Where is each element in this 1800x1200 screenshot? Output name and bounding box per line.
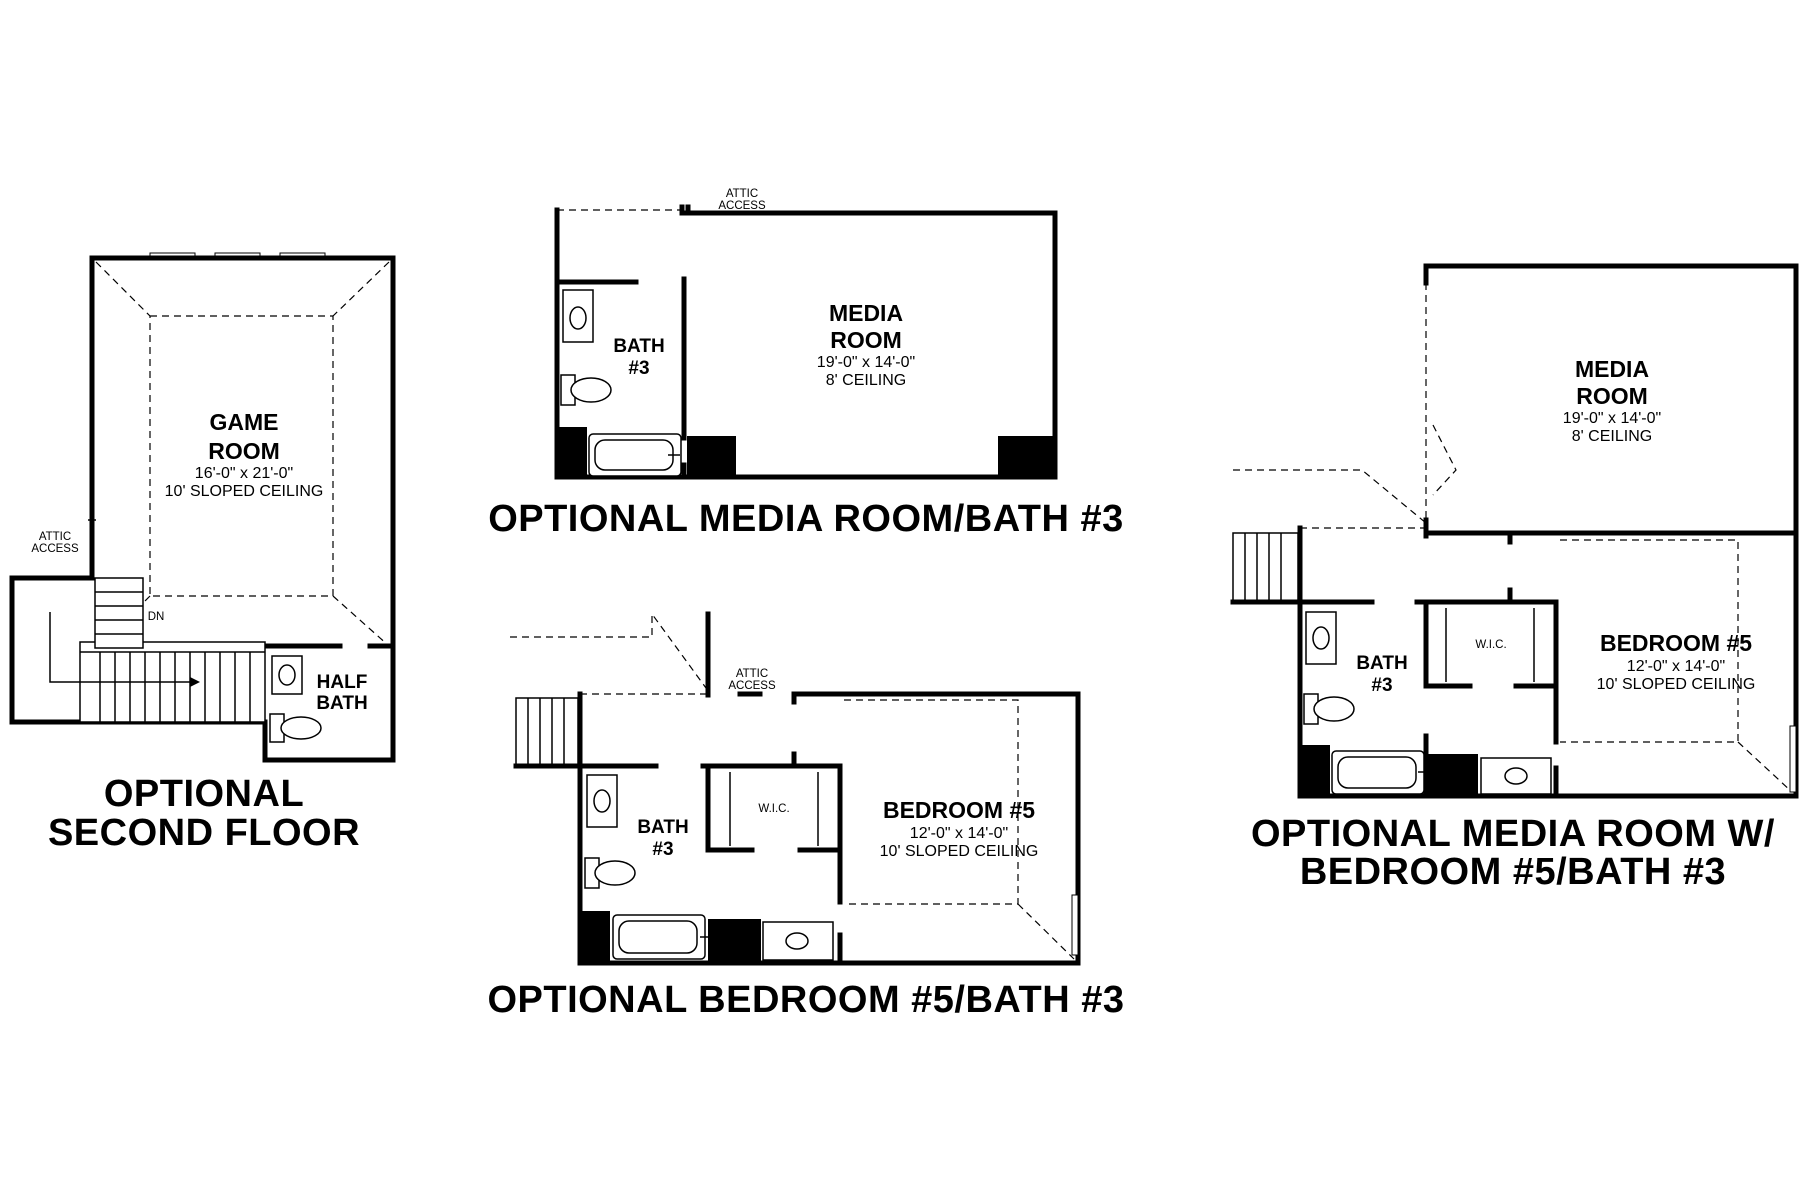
- toilet-bowl: [1313, 696, 1355, 722]
- media-room-name-line2: ROOM: [830, 327, 902, 353]
- bedroom-size: 12'-0" x 14'-0": [1627, 658, 1725, 675]
- stair-upper-run: [94, 577, 144, 649]
- toilet-bowl: [594, 860, 636, 886]
- attic-access-label-line1: ATTIC: [39, 531, 71, 543]
- attic-access-label-line2: ACCESS: [718, 200, 766, 212]
- game-room-ceiling: 10' SLOPED CEILING: [165, 483, 324, 500]
- window: [1789, 725, 1797, 793]
- bedroom-size: 12'-0" x 14'-0": [910, 825, 1008, 842]
- stair-upper-treads: [95, 591, 143, 635]
- stair-treads: [527, 698, 565, 766]
- half-bath-name-line2: BATH: [316, 693, 367, 714]
- ceiling-break-line: [844, 699, 1019, 905]
- media-room-name-line1: MEDIA: [829, 300, 903, 326]
- game-room-size: 16'-0" x 21'-0": [195, 465, 293, 482]
- stair-run: [1232, 532, 1299, 603]
- bedroom-name: BEDROOM #5: [883, 797, 1035, 823]
- bath-name-line2: #3: [628, 358, 649, 379]
- attic-access-label-line2: ACCESS: [31, 543, 79, 555]
- bath-name-line1: BATH: [613, 336, 664, 357]
- media-room-walls: [1423, 263, 1799, 536]
- bedroom-bath-caption: OPTIONAL BEDROOM #5/BATH #3: [487, 979, 1124, 1021]
- existing-wall-dash: [510, 612, 707, 689]
- stair-treads: [99, 652, 251, 722]
- media-room-ceiling: 8' CEILING: [826, 372, 906, 389]
- wic-walls: [705, 763, 843, 853]
- plan-optional-bedroom5-bath3: ATTIC ACCESS W.I.C. BATH #3 BEDROOM #5 1…: [487, 611, 1124, 1021]
- plan-optional-media-room-bath3: ATTIC ACCESS MEDIA ROOM 19'-0" x 14'-0" …: [488, 188, 1124, 540]
- game-room-name-line1: GAME: [210, 409, 279, 435]
- wall-niche: [1426, 754, 1478, 796]
- bedroom-walls: [1297, 525, 1799, 799]
- game-room-name-line2: ROOM: [208, 438, 280, 464]
- vanity: [1480, 757, 1552, 795]
- wic-label: W.I.C.: [1475, 639, 1506, 651]
- media-bedroom-caption-line2: BEDROOM #5/BATH #3: [1300, 851, 1726, 893]
- second-floor-caption-line2: SECOND FLOOR: [48, 812, 360, 854]
- bedroom-ceiling: 10' SLOPED CEILING: [1597, 676, 1756, 693]
- wall-niche: [1300, 745, 1330, 796]
- door-swing: [1432, 424, 1457, 496]
- bath-name-line1: BATH: [1356, 653, 1407, 674]
- lavatory: [586, 774, 618, 828]
- media-room-name-line1: MEDIA: [1575, 356, 1649, 382]
- game-room-walls: [9, 255, 396, 763]
- bath-name-line2: #3: [1371, 675, 1392, 696]
- media-bath-caption: OPTIONAL MEDIA ROOM/BATH #3: [488, 498, 1124, 540]
- media-room-name-line2: ROOM: [1576, 383, 1648, 409]
- toilet-bowl: [280, 716, 322, 740]
- bath-name-line2: #3: [652, 839, 673, 860]
- stair-direction-line: [49, 612, 190, 683]
- lavatory: [562, 289, 594, 343]
- attic-access-label-line1: ATTIC: [736, 668, 768, 680]
- bedroom-name: BEDROOM #5: [1600, 630, 1752, 656]
- media-room-ceiling: 8' CEILING: [1572, 428, 1652, 445]
- half-bath-name-line1: HALF: [317, 672, 368, 693]
- wic-walls: [1423, 599, 1559, 689]
- lavatory: [1305, 611, 1337, 665]
- ceiling-break-line: [149, 315, 334, 597]
- attic-access-label-line2: ACCESS: [728, 680, 776, 692]
- bedroom-ceiling: 10' SLOPED CEILING: [880, 843, 1039, 860]
- existing-wall-dash: [1233, 469, 1427, 524]
- plan-optional-second-floor: GAME ROOM 16'-0" x 21'-0" 10' SLOPED CEI…: [9, 252, 396, 854]
- stair-dn-label: DN: [148, 611, 165, 623]
- second-floor-caption-line1: OPTIONAL: [104, 773, 304, 815]
- wall-niche: [557, 427, 587, 477]
- plan-optional-media-bedroom5-bath3: MEDIA ROOM 19'-0" x 14'-0" 8' CEILING W.…: [1230, 263, 1799, 893]
- lavatory: [271, 655, 303, 695]
- stair-run: [515, 697, 579, 767]
- media-bedroom-caption-line1: OPTIONAL MEDIA ROOM W/: [1251, 813, 1775, 855]
- wic-label: W.I.C.: [758, 803, 789, 815]
- media-room-size: 19'-0" x 14'-0": [817, 354, 915, 371]
- wall-niche: [708, 919, 761, 963]
- stair-arrow-icon: [190, 677, 200, 687]
- bathtub: [588, 433, 682, 477]
- bath-name-line1: BATH: [637, 817, 688, 838]
- stair-treads: [1244, 533, 1282, 602]
- toilet-bowl: [570, 377, 612, 403]
- attic-access-label-line1: ATTIC: [726, 188, 758, 200]
- media-room-size: 19'-0" x 14'-0": [1563, 410, 1661, 427]
- wall-niche: [687, 436, 736, 477]
- vanity: [762, 921, 834, 961]
- window: [1071, 894, 1079, 956]
- ceiling-break-line: [1560, 539, 1739, 743]
- wall-niche: [998, 436, 1055, 477]
- wall-niche: [580, 911, 610, 963]
